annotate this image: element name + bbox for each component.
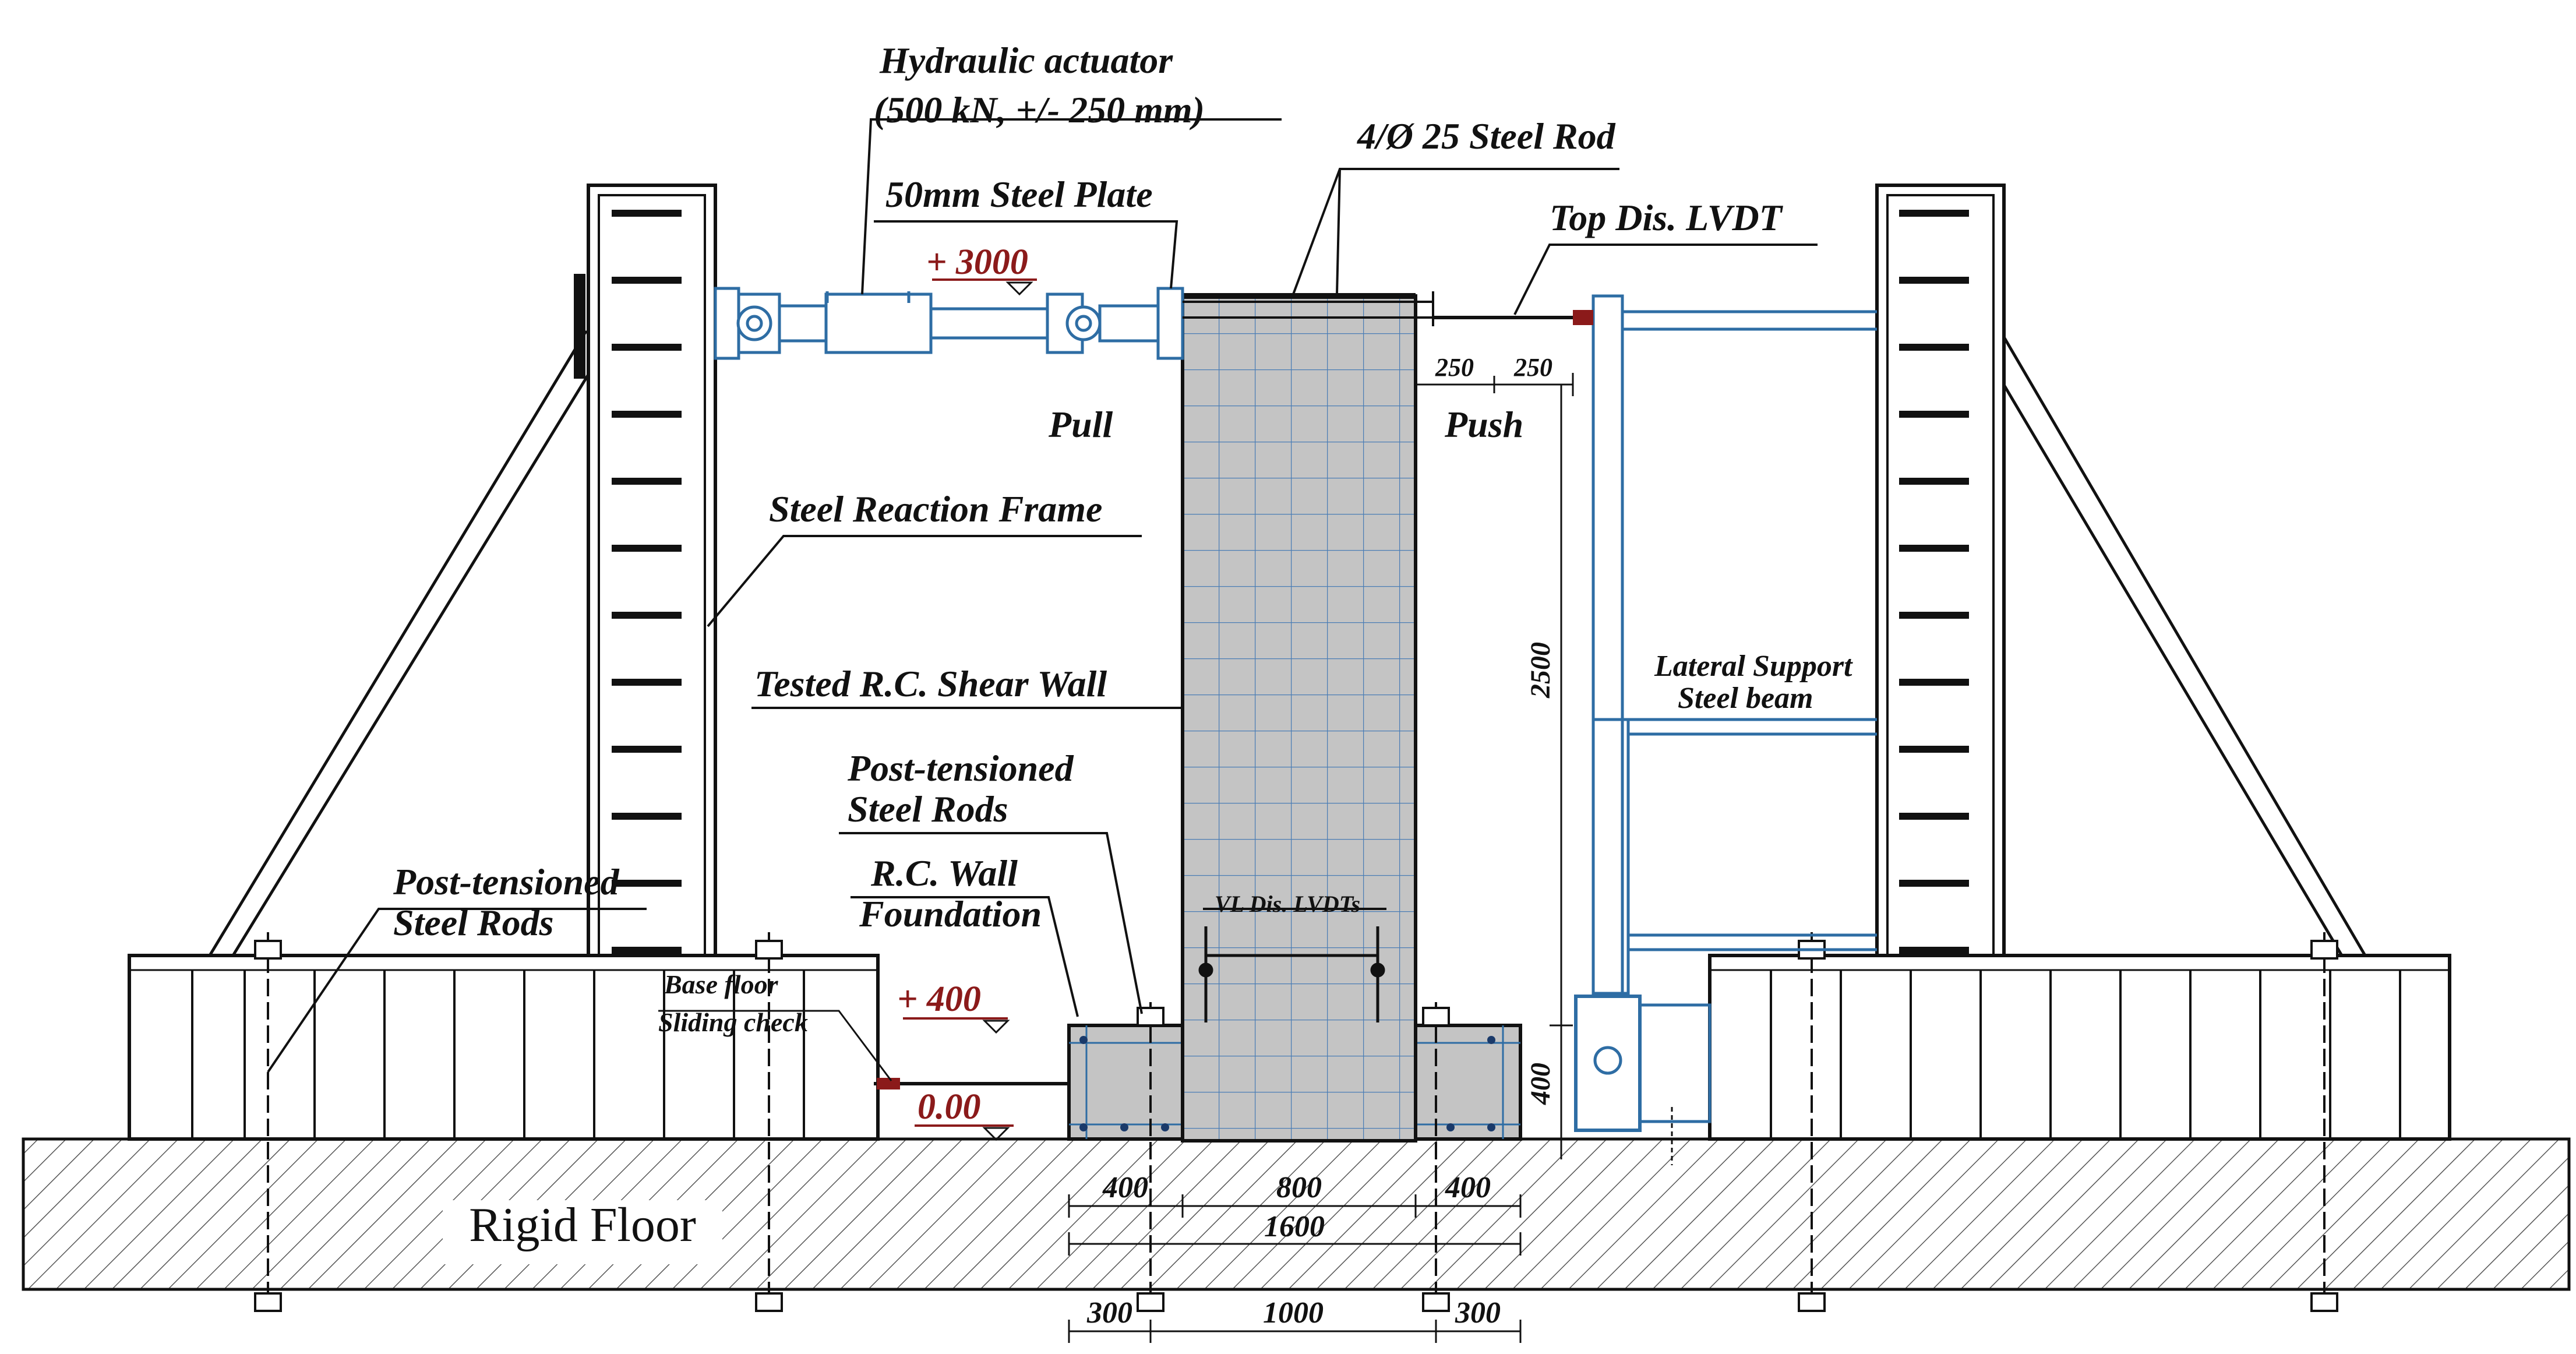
level-foundation-top: + 400 xyxy=(897,979,981,1019)
foundation-label-2: Foundation xyxy=(859,893,1042,935)
actuator-label-1: Hydraulic actuator xyxy=(879,40,1173,81)
dim-row2-total: 1600 xyxy=(1264,1210,1325,1243)
level-actuator: + 3000 xyxy=(926,242,1028,282)
pt-rods-center-label-2: Steel Rods xyxy=(848,788,1008,830)
pull-label: Pull xyxy=(1048,404,1113,445)
lateral-support xyxy=(1574,294,1877,1132)
reaction-frame-label: Steel Reaction Frame xyxy=(769,488,1102,530)
right-post-tension-rods xyxy=(1798,932,2338,1312)
dimension-labels: 250 250 2500 400 400 800 400 1600 300 10… xyxy=(1086,353,1556,1330)
pt-rods-left-label-2: Steel Rods xyxy=(393,902,554,943)
dimensions xyxy=(1068,373,1673,1343)
dim-foundation-height: 400 xyxy=(1525,1063,1556,1105)
dim-push-right: 250 xyxy=(1513,353,1552,382)
left-post-tension-rods xyxy=(254,932,783,1312)
dim-row1-mid: 800 xyxy=(1276,1171,1322,1204)
dim-row3-left: 300 xyxy=(1086,1296,1132,1330)
lateral-support-label-2: Steel beam xyxy=(1678,682,1813,715)
rigid-floor: Rigid Floor xyxy=(22,1137,2571,1291)
actuator-rods xyxy=(1183,291,1434,326)
dim-row3-right: 300 xyxy=(1455,1296,1501,1330)
dim-push-left: 250 xyxy=(1435,353,1474,382)
vl-lvdts xyxy=(1198,926,1385,1022)
top-lvdt: Top Dis. LVDT xyxy=(1433,197,1818,325)
dim-row1-left: 400 xyxy=(1102,1171,1148,1204)
push-label: Push xyxy=(1444,404,1523,445)
steel-plate-label: 50mm Steel Plate xyxy=(885,174,1153,215)
pt-rods-left-label-1: Post-tensioned xyxy=(393,861,620,902)
sliding-label-1: Base floor xyxy=(664,969,779,999)
level-base: 0.00 xyxy=(918,1087,981,1127)
dim-row3-mid: 1000 xyxy=(1263,1296,1324,1330)
right-reaction-frame xyxy=(1708,184,2451,1312)
labels: Hydraulic actuator (500 kN, +/- 250 mm) … xyxy=(393,40,1853,1037)
vl-lvdts-label: VL Dis. LVDTs xyxy=(1215,891,1360,917)
rigid-floor-label: Rigid Floor xyxy=(469,1198,696,1252)
base-sliding-lvdt xyxy=(658,1010,1069,1089)
top-lvdt-label: Top Dis. LVDT xyxy=(1550,197,1784,238)
level-markers: + 3000 + 400 0.00 xyxy=(897,242,1037,1141)
pt-rods-center-label-1: Post-tensioned xyxy=(847,747,1074,789)
shear-wall xyxy=(1181,293,1417,1143)
foundation-label-1: R.C. Wall xyxy=(870,852,1018,894)
sliding-label-2: Sliding check xyxy=(658,1007,808,1037)
left-reaction-frame xyxy=(128,184,880,1312)
leader-lines xyxy=(267,118,1619,1073)
actuator-label-2: (500 kN, +/- 250 mm) xyxy=(874,89,1205,131)
hydraulic-actuator xyxy=(714,287,1184,360)
lateral-support-label-1: Lateral Support xyxy=(1654,650,1853,683)
foundation-post-tension-rods xyxy=(1137,1002,1450,1312)
dim-height: 2500 xyxy=(1525,642,1556,699)
steel-rod-label: 4/Ø 25 Steel Rod xyxy=(1357,115,1616,157)
dim-row1-right: 400 xyxy=(1445,1171,1491,1204)
shear-wall-label: Tested R.C. Shear Wall xyxy=(754,663,1107,704)
